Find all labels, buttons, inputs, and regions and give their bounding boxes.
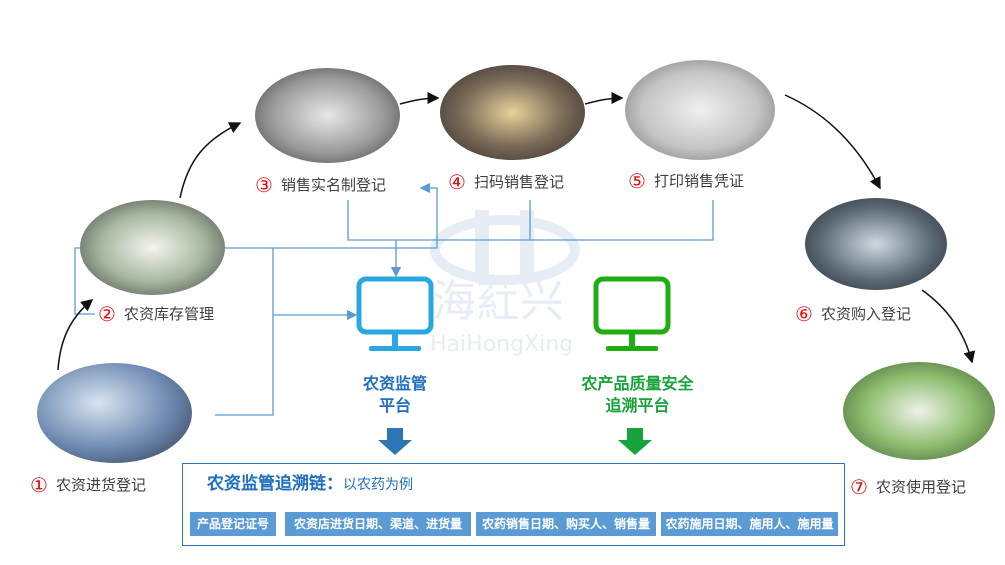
platform-line1: 农资监管 <box>362 374 427 393</box>
photo-usage <box>843 362 995 460</box>
chain-tag: 农资店进货日期、渠道、进货量 <box>285 512 471 536</box>
chain-tag: 农药销售日期、购买人、销售量 <box>476 512 656 536</box>
photo-realname-sales <box>255 68 400 163</box>
step-number: ⑥ <box>795 302 813 326</box>
down-arrow-blue-icon <box>378 428 412 455</box>
chain-title-text: 农资监管追溯链： <box>207 474 343 494</box>
step-7: ⑦ 农资使用登记 <box>850 476 966 498</box>
step-2: ② 农资库存管理 <box>98 303 214 325</box>
flow-arrow <box>784 94 881 190</box>
chain-title: 农资监管追溯链：以农药为例 <box>207 473 413 496</box>
flow-arrow <box>179 122 242 199</box>
chain-subtitle: 以农药为例 <box>343 477 413 493</box>
photo-inventory <box>80 200 225 295</box>
connector-purchase <box>215 248 274 416</box>
step-4: ④ 扫码销售登记 <box>448 171 564 193</box>
chain-tag: 产品登记证号 <box>190 512 276 536</box>
supervision-monitor-icon <box>356 276 434 351</box>
flow-arrow <box>57 299 94 371</box>
flow-arrow <box>399 92 440 105</box>
traceability-monitor-icon <box>593 276 671 351</box>
down-arrow-green-icon <box>618 428 652 455</box>
step-number: ④ <box>448 170 466 194</box>
step-1: ① 农资进货登记 <box>30 474 146 496</box>
step-label: 打印销售凭证 <box>653 172 744 190</box>
step-label: 农资购入登记 <box>820 305 911 323</box>
step-5: ⑤ 打印销售凭证 <box>628 170 744 192</box>
step-number: ⑦ <box>850 475 868 499</box>
step-label: 扫码销售登记 <box>473 173 564 191</box>
step-number: ① <box>30 473 48 497</box>
traceability-chain-box: 农资监管追溯链：以农药为例 产品登记证号 农资店进货日期、渠道、进货量 农药销售… <box>182 463 845 546</box>
photo-scan-sales <box>440 65 585 160</box>
supervision-platform-label: 农资监管 平台 <box>340 373 450 417</box>
watermark-logo <box>430 210 580 285</box>
photo-purchase-register <box>805 198 947 290</box>
connector-sales <box>347 200 531 241</box>
flow-arrow <box>584 92 624 105</box>
step-6: ⑥ 农资购入登记 <box>795 303 911 325</box>
platform-line1: 农产品质量安全 <box>581 374 694 393</box>
connector-voucher <box>530 200 714 241</box>
step-number: ③ <box>255 173 273 197</box>
step-3: ③ 销售实名制登记 <box>255 174 386 196</box>
step-label: 销售实名制登记 <box>280 176 386 194</box>
flow-arrow <box>921 289 976 364</box>
step-number: ② <box>98 302 116 326</box>
platform-line2: 追溯平台 <box>605 396 670 415</box>
step-label: 农资进货登记 <box>55 476 146 494</box>
traceability-platform-label: 农产品质量安全 追溯平台 <box>565 373 710 417</box>
photo-print-voucher <box>625 60 775 160</box>
step-label: 农资库存管理 <box>123 305 214 323</box>
step-label: 农资使用登记 <box>875 478 966 496</box>
chain-tag: 农药施用日期、施用人、施用量 <box>661 512 838 536</box>
step-number: ⑤ <box>628 169 646 193</box>
watermark-en: HaiHongXing <box>430 332 574 357</box>
photo-purchase <box>37 363 192 463</box>
watermark-cn: 海葒兴 <box>432 276 564 327</box>
platform-line2: 平台 <box>378 396 411 415</box>
